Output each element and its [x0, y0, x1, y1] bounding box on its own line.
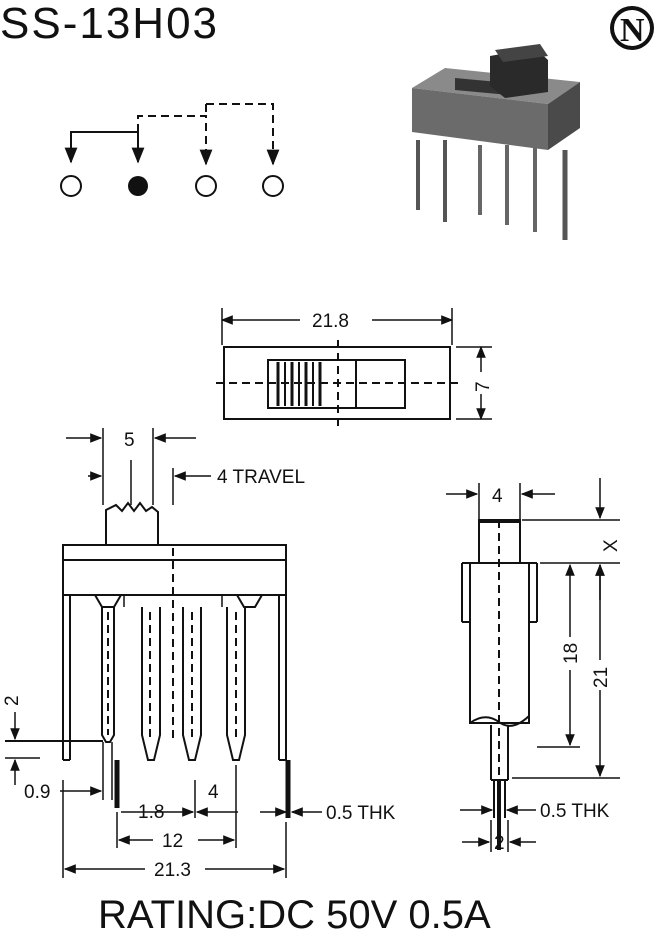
- side-actuator-label: 4: [492, 486, 503, 507]
- top-view: 21.8 7: [216, 308, 494, 426]
- terminal-common: [128, 176, 148, 196]
- pin-width-label: 0.9: [24, 782, 50, 803]
- front-actuator-label: 5: [124, 430, 135, 451]
- product-photo: [412, 44, 580, 240]
- side-thickness-label: 0.5 THK: [540, 801, 610, 822]
- terminal-4: [262, 175, 284, 197]
- side-pin-width-label: 2: [494, 833, 505, 854]
- pin-spacing-label: 4: [208, 782, 219, 803]
- x-label: X: [601, 539, 622, 552]
- front-view: 5 4 TRAVEL 2 0.9: [2, 428, 396, 881]
- front-travel-label: 4 TRAVEL: [217, 467, 305, 488]
- pin-pitch-label: 1.8: [138, 802, 164, 823]
- overall-height-label: 21: [591, 667, 612, 688]
- terminal-1: [60, 175, 82, 197]
- side-view: 4 X 18 21 0.5 THK: [446, 478, 622, 854]
- model-title: SS-13H03: [0, 0, 219, 48]
- top-height-label: 7: [473, 381, 494, 392]
- rating-text: RATING:DC 50V 0.5A: [98, 893, 491, 933]
- top-width-label: 21.8: [312, 311, 349, 332]
- pin-offset-label: 2: [2, 695, 23, 706]
- overall-width-label: 21.3: [154, 860, 191, 881]
- brand-logo: N: [610, 6, 654, 50]
- terminal-3: [195, 175, 217, 197]
- logo-letter: N: [620, 12, 645, 49]
- body-height-label: 18: [561, 643, 582, 664]
- switch-schematic: [60, 103, 284, 197]
- front-thickness-label: 0.5 THK: [326, 803, 396, 824]
- bracket-span-label: 12: [162, 831, 183, 852]
